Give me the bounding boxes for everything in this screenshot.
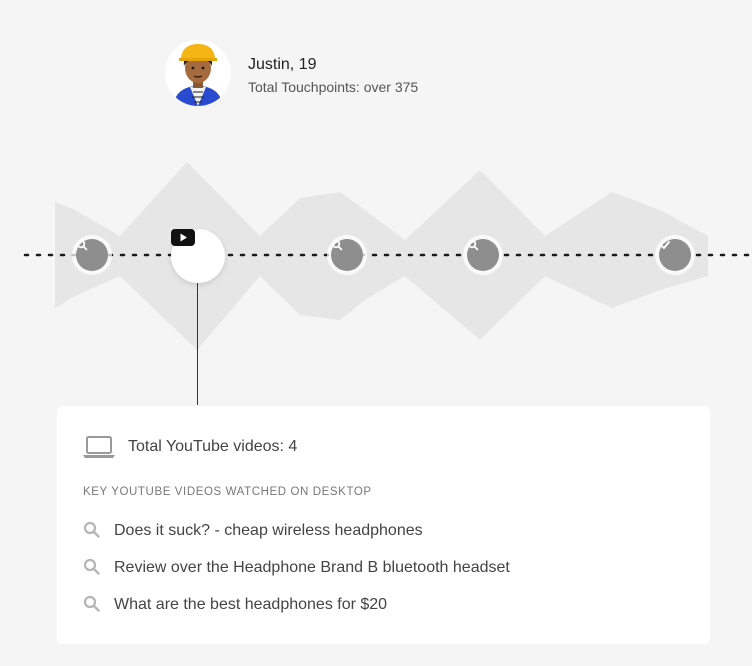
check-icon — [660, 241, 670, 249]
video-title: Review over the Headphone Brand B blueto… — [114, 559, 510, 576]
laptop-icon — [83, 436, 115, 458]
card-header: Total YouTube videos: 4 — [83, 434, 583, 460]
journey-node-youtube[interactable] — [171, 229, 225, 283]
search-icon — [467, 239, 479, 251]
search-icon — [83, 558, 100, 575]
video-title: What are the best headphones for $20 — [114, 596, 388, 613]
youtube-play-icon — [171, 229, 195, 246]
search-icon — [83, 521, 100, 538]
journey-waveform — [23, 162, 752, 350]
user-profile: Justin, 19 Total Touchpoints: over 375 — [165, 40, 565, 110]
total-youtube-videos: Total YouTube videos: 4 — [128, 438, 298, 455]
video-title: Does it suck? - cheap wireless headphone… — [114, 522, 423, 539]
list-item[interactable]: Does it suck? - cheap wireless headphone… — [83, 520, 683, 557]
person-avatar-icon — [173, 44, 223, 106]
journey-node-search[interactable] — [331, 239, 363, 271]
journey-timeline — [0, 140, 752, 370]
search-icon — [83, 595, 100, 612]
avatar — [165, 40, 231, 106]
node-connector-line — [197, 283, 198, 405]
video-list: Does it suck? - cheap wireless headphone… — [83, 520, 683, 631]
list-item[interactable]: Review over the Headphone Brand B blueto… — [83, 557, 683, 594]
card-subheading: KEY YOUTUBE VIDEOS WATCHED ON DESKTOP — [83, 486, 372, 498]
journey-node-purchase[interactable] — [659, 239, 691, 271]
profile-name: Justin, 19 — [248, 56, 317, 73]
waveform-shape — [55, 162, 708, 350]
total-touchpoints: Total Touchpoints: over 375 — [248, 79, 419, 95]
list-item[interactable]: What are the best headphones for $20 — [83, 594, 683, 631]
search-icon — [76, 239, 88, 251]
journey-node-search[interactable] — [467, 239, 499, 271]
search-icon — [331, 239, 343, 251]
journey-node-search[interactable] — [76, 239, 108, 271]
youtube-detail-card: Total YouTube videos: 4 KEY YOUTUBE VIDE… — [57, 406, 710, 644]
